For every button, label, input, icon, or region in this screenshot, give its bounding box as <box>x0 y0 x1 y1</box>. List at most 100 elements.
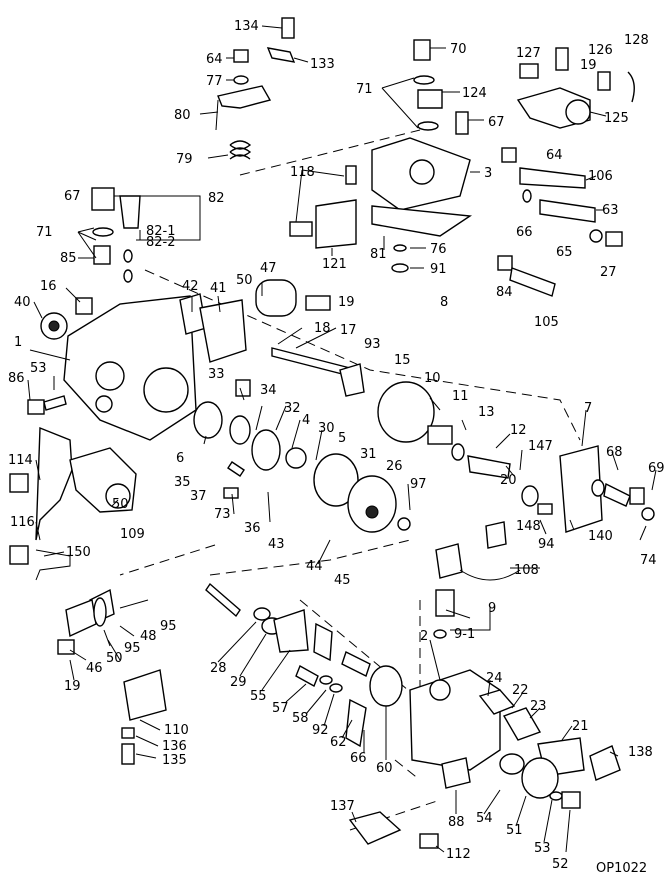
distributor-head <box>121 669 621 849</box>
callout-136: 136 <box>162 739 187 754</box>
drawing-code: OP1022 <box>596 861 647 876</box>
callout-37: 37 <box>190 489 207 504</box>
callout-105: 105 <box>534 315 559 330</box>
callout-63: 63 <box>602 203 619 218</box>
callout-71: 71 <box>356 82 373 97</box>
callout-124: 124 <box>462 86 487 101</box>
callout-106: 106 <box>588 169 613 184</box>
callout-36: 36 <box>244 521 261 536</box>
callout-108: 108 <box>514 563 539 578</box>
callout-21: 21 <box>572 719 589 734</box>
callout-34: 34 <box>260 383 277 398</box>
callout-19: 19 <box>580 58 597 73</box>
lower-left-group <box>9 426 137 581</box>
callout-30: 30 <box>318 421 335 436</box>
callout-79: 79 <box>176 152 193 167</box>
callout-26: 26 <box>386 459 403 474</box>
callout-95b: 95 <box>124 641 141 656</box>
callout-66b: 66 <box>350 751 367 766</box>
callout-9: 9 <box>488 601 496 616</box>
cover-group <box>289 39 623 297</box>
callout-3: 3 <box>484 166 492 181</box>
callout-2: 2 <box>420 629 428 644</box>
callout-6: 6 <box>176 451 184 466</box>
callout-65: 65 <box>556 245 573 260</box>
callout-41: 41 <box>210 281 227 296</box>
callout-147: 147 <box>528 439 553 454</box>
callout-84: 84 <box>496 285 513 300</box>
callout-128: 128 <box>624 33 649 48</box>
callout-19c: 19 <box>64 679 81 694</box>
callout-40: 40 <box>14 295 31 310</box>
callout-62: 62 <box>330 735 347 750</box>
callout-140: 140 <box>588 529 613 544</box>
callout-110: 110 <box>164 723 189 738</box>
callout-67b: 67 <box>64 189 81 204</box>
callout-58: 58 <box>292 711 309 726</box>
callout-109: 109 <box>120 527 145 542</box>
callout-15: 15 <box>394 353 411 368</box>
governor-group <box>193 379 511 533</box>
callout-42: 42 <box>182 279 199 294</box>
callout-50b: 50 <box>112 497 129 512</box>
callout-5: 5 <box>338 431 346 446</box>
callout-12: 12 <box>510 423 527 438</box>
callout-135: 135 <box>162 753 187 768</box>
callout-28: 28 <box>210 661 227 676</box>
callout-44: 44 <box>306 559 323 574</box>
callout-53b: 53 <box>534 841 551 856</box>
callout-94: 94 <box>538 537 555 552</box>
callout-53a: 53 <box>30 361 47 376</box>
callout-32: 32 <box>284 401 301 416</box>
callout-127: 127 <box>516 46 541 61</box>
callout-22: 22 <box>512 683 529 698</box>
callout-82-1: 82-1 <box>146 224 176 239</box>
callout-4: 4 <box>302 413 310 428</box>
callout-116: 116 <box>10 515 35 530</box>
callout-16: 16 <box>40 279 57 294</box>
regulator-group <box>433 445 655 639</box>
callout-85: 85 <box>60 251 77 266</box>
callout-27: 27 <box>600 265 617 280</box>
callout-114: 114 <box>8 453 33 468</box>
pump-housing <box>27 187 365 441</box>
callout-93: 93 <box>364 337 381 352</box>
callout-8: 8 <box>440 295 448 310</box>
callout-labels: 134 64 133 77 80 79 70 71 124 67 64 3 10… <box>8 19 665 876</box>
callout-13: 13 <box>478 405 495 420</box>
callout-150: 150 <box>66 545 91 560</box>
callout-64: 64 <box>206 52 223 67</box>
callout-60: 60 <box>376 761 393 776</box>
solenoid-group <box>516 47 635 129</box>
callout-95a: 95 <box>160 619 177 634</box>
callout-71b: 71 <box>36 225 53 240</box>
callout-55: 55 <box>250 689 267 704</box>
callout-31: 31 <box>360 447 377 462</box>
callout-51: 51 <box>506 823 523 838</box>
callout-77: 77 <box>206 74 223 89</box>
leader-lines <box>27 25 657 853</box>
callout-17: 17 <box>340 323 357 338</box>
callout-138: 138 <box>628 745 653 760</box>
callout-91: 91 <box>430 262 447 277</box>
callout-80: 80 <box>174 108 191 123</box>
callout-68: 68 <box>606 445 623 460</box>
callout-43: 43 <box>268 537 285 552</box>
callout-112: 112 <box>446 847 471 862</box>
callout-126: 126 <box>588 43 613 58</box>
callout-86: 86 <box>8 371 25 386</box>
callout-148: 148 <box>516 519 541 534</box>
callout-137: 137 <box>330 799 355 814</box>
callout-76: 76 <box>430 242 447 257</box>
callout-81: 81 <box>370 247 387 262</box>
callout-133: 133 <box>310 57 335 72</box>
callout-66: 66 <box>516 225 533 240</box>
callout-97: 97 <box>410 477 427 492</box>
callout-69: 69 <box>648 461 665 476</box>
lower-middle-group <box>57 582 403 748</box>
callout-118: 118 <box>290 165 315 180</box>
callout-20: 20 <box>500 473 517 488</box>
callout-1: 1 <box>14 335 22 350</box>
callout-52: 52 <box>552 857 569 872</box>
